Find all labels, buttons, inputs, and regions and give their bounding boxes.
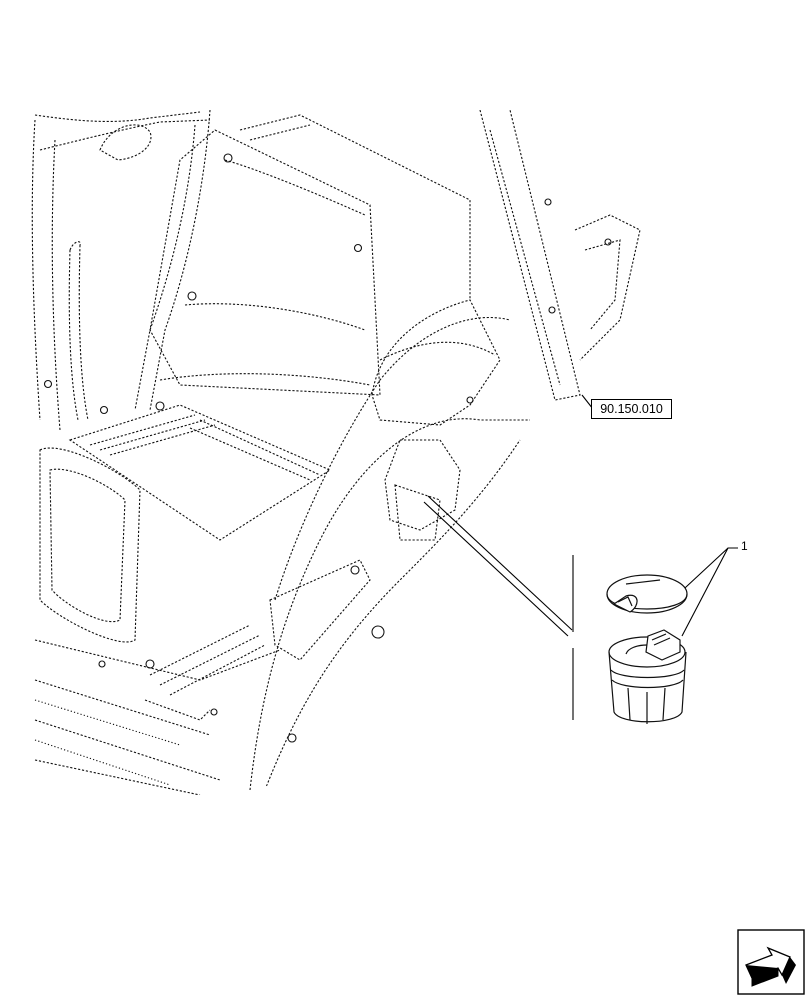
rear-pillar-left <box>134 110 211 411</box>
callout-number: 1 <box>741 539 748 553</box>
floor-platform <box>68 404 332 541</box>
reference-code-label[interactable]: 90.150.010 <box>591 399 672 419</box>
leader-lines <box>423 394 738 720</box>
armrest <box>371 299 501 426</box>
seat-cushion-inner <box>49 468 126 623</box>
rear-wall-inner <box>159 159 371 386</box>
next-page-arrow-icon[interactable] <box>737 929 805 995</box>
holder-mount <box>384 439 461 531</box>
pedal-tread <box>144 624 266 721</box>
ashtray-lid <box>606 574 688 614</box>
console-pocket <box>269 559 371 661</box>
left-grab-handle <box>68 241 89 421</box>
seat-cushion <box>39 447 141 643</box>
left-pillar-outer <box>31 119 61 431</box>
holder-cup-outline <box>394 484 441 541</box>
fender-lower-edge <box>264 439 521 791</box>
lower-floor <box>34 639 281 795</box>
pillar-bracket <box>574 214 641 361</box>
cab-interior-drawing <box>31 110 641 795</box>
rear-wall-panel <box>149 129 381 396</box>
handle-loop <box>99 124 152 161</box>
callout-leader-2 <box>681 547 729 637</box>
floor-mat-lines <box>89 414 321 481</box>
holder-leader-b <box>423 501 569 637</box>
ashtray-cup <box>608 629 687 724</box>
window-frame <box>239 114 471 300</box>
armrest-top <box>379 341 496 361</box>
fasteners <box>43 153 612 743</box>
right-pillar <box>479 110 581 401</box>
fender-sweep-outer <box>274 316 511 601</box>
floor-grid <box>34 699 181 786</box>
fender-sweep-inner <box>249 418 530 791</box>
pillar-bracket-inner <box>584 239 621 331</box>
holder-leader-a <box>427 495 573 631</box>
upper-frame-rail <box>34 111 211 151</box>
